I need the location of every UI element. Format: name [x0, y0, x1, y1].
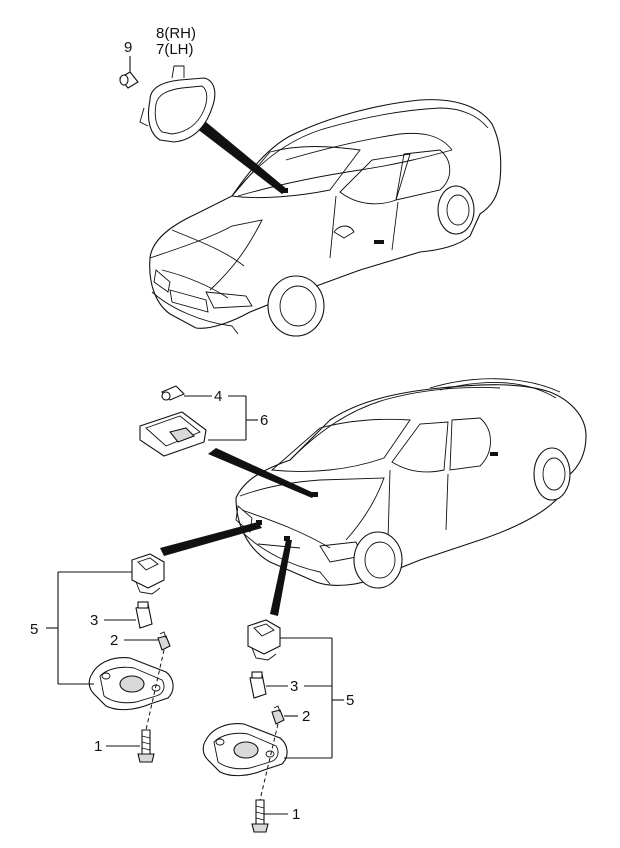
leader-wedge-trunk-lamp	[208, 448, 316, 498]
right-screw	[251, 799, 269, 833]
left-clip	[157, 631, 171, 651]
callout-8-rh: 8(RH)	[156, 25, 196, 42]
trunk-lamp	[139, 411, 207, 457]
callout-left-3: 3	[90, 612, 98, 629]
right-wedge-bulb	[249, 671, 267, 699]
callout-right-1: 1	[292, 806, 300, 823]
right-socket	[247, 619, 281, 661]
callout-9: 9	[124, 39, 132, 56]
side-mirror	[333, 225, 355, 239]
callout-7-lh: 7(LH)	[156, 41, 194, 58]
leader-wedge-left-license	[160, 522, 262, 556]
leader-wedge-right-license	[270, 540, 292, 616]
left-wedge-bulb	[135, 601, 153, 629]
trunk-bulb	[161, 385, 185, 401]
festoon-bulb-front	[119, 71, 139, 89]
callout-left-1: 1	[94, 738, 102, 755]
callout-left-2: 2	[110, 632, 118, 649]
left-license-lamp-housing	[88, 657, 174, 711]
callout-right-3: 3	[290, 678, 298, 695]
callout-4: 4	[214, 388, 222, 405]
door-handle	[374, 240, 384, 244]
callout-left-5: 5	[30, 621, 38, 638]
rear-door-handle	[490, 452, 498, 456]
leader-wedge-room-lamp	[196, 122, 288, 194]
callout-right-5: 5	[346, 692, 354, 709]
callout-right-2: 2	[302, 708, 310, 725]
left-screw	[137, 729, 155, 763]
callout-6: 6	[260, 412, 268, 429]
right-license-lamp-housing	[202, 723, 288, 777]
left-socket	[131, 553, 165, 595]
room-lamp	[139, 65, 216, 143]
sedan-rear-view	[235, 378, 587, 589]
right-clip	[271, 705, 285, 725]
sedan-front-view	[149, 99, 502, 337]
